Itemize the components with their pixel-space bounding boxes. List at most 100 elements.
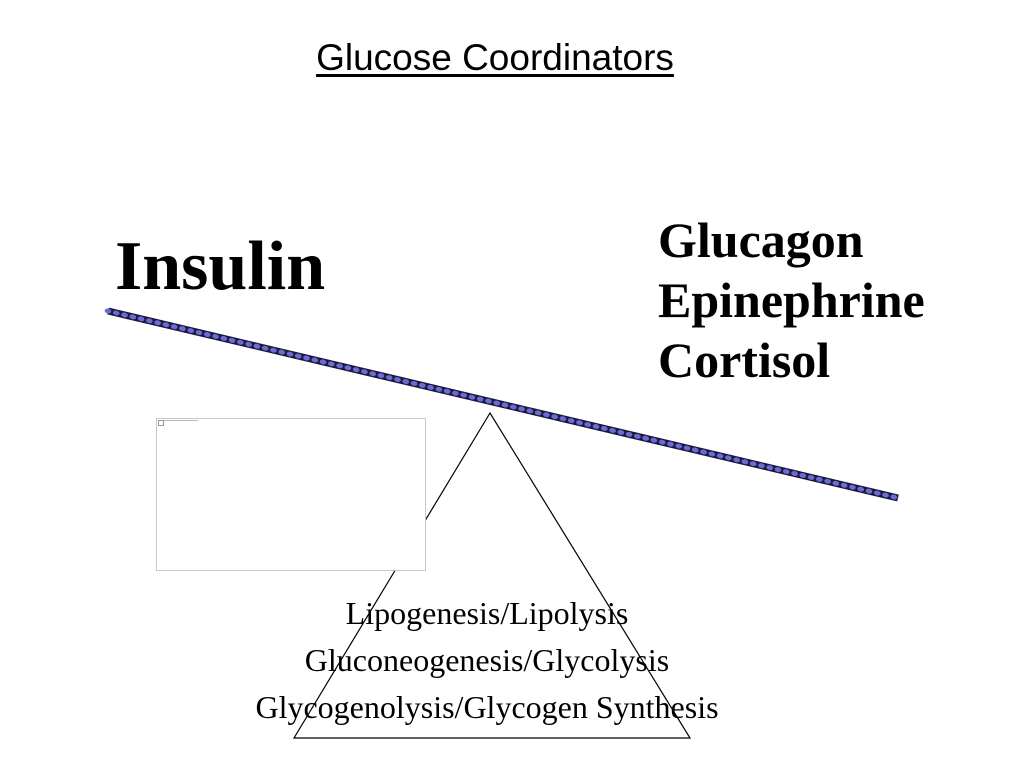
beam-bead: [104, 308, 112, 314]
beam-bead: [377, 373, 385, 379]
beam-bead: [137, 316, 145, 322]
beam-bead: [634, 433, 641, 439]
beam-bead: [667, 441, 674, 447]
hormone-epinephrine: Epinephrine: [658, 272, 925, 328]
process-lipogenesis-lipolysis: Lipogenesis/Lipolysis: [345, 595, 629, 631]
beam-bead: [791, 471, 798, 476]
beam-bead: [683, 445, 691, 451]
beam-bead: [418, 382, 426, 388]
beam-bead: [815, 476, 823, 482]
beam-bead: [385, 375, 393, 381]
beam-bead: [121, 312, 128, 318]
beam-bead: [576, 420, 583, 426]
beam-bead: [865, 488, 873, 494]
beam-bead: [344, 365, 352, 371]
beam-bead: [154, 320, 161, 326]
beam-bead: [427, 384, 434, 390]
beam-bead: [303, 355, 310, 361]
beam-bead: [361, 369, 368, 375]
beam-bead: [253, 343, 261, 349]
beam-bead: [658, 439, 666, 445]
beam-bead: [501, 402, 509, 408]
beam-bead: [799, 473, 807, 478]
beam-bead: [261, 345, 269, 351]
beam-bead: [691, 447, 699, 453]
beam-bead: [625, 431, 633, 437]
beam-bead: [534, 410, 542, 416]
beam-bead: [584, 422, 592, 428]
insulin-label: Insulin: [115, 228, 326, 305]
beam-bead: [551, 414, 559, 420]
process-gluconeogenesis-glycolysis: Gluconeogenesis/Glycolysis: [304, 642, 670, 678]
beam-bead: [650, 437, 658, 443]
beam-bead: [708, 451, 716, 457]
broken-image-icon: [158, 420, 164, 426]
beam-bead: [460, 392, 468, 398]
beam-bead: [435, 386, 443, 392]
beam-bead: [543, 412, 550, 418]
beam-bead: [369, 371, 377, 377]
beam-bead: [559, 416, 567, 422]
image-placeholder: [156, 418, 426, 571]
beam-bead: [112, 310, 120, 316]
beam-bead: [179, 326, 186, 332]
metabolic-processes: Lipogenesis/Lipolysis Gluconeogenesis/Gl…: [190, 590, 784, 731]
seesaw-beam: [104, 307, 899, 502]
beam-bead: [733, 457, 740, 463]
beam-bead: [840, 482, 848, 488]
beam-bead: [741, 459, 749, 465]
fulcrum-triangle: [292, 411, 692, 739]
beam-bead: [882, 492, 889, 498]
beam-bead: [873, 490, 881, 496]
beam-bead: [319, 359, 327, 365]
beam-bead: [402, 379, 410, 384]
beam-bead: [567, 418, 575, 424]
beam-bead: [600, 426, 608, 431]
beam-bead: [162, 322, 170, 328]
beam-bead: [725, 455, 732, 461]
beam-bead: [311, 357, 319, 363]
beam-bead: [220, 335, 228, 341]
beam-bead: [294, 353, 302, 359]
beam-bead: [824, 478, 831, 484]
beam-bead: [749, 461, 757, 467]
beam-bead: [766, 465, 774, 471]
beam-bead: [187, 328, 195, 334]
slide-title: Glucose Coordinators: [316, 37, 674, 78]
beam-bead: [675, 443, 683, 449]
process-glycogenolysis-glycogen-synthesis: Glycogenolysis/Glycogen Synthesis: [255, 689, 719, 725]
counter-regulatory-hormones: Glucagon Epinephrine Cortisol: [658, 210, 925, 390]
beam-bead: [170, 324, 178, 330]
beam-bead: [832, 480, 840, 486]
beam-bead: [270, 347, 277, 353]
beam-bead: [245, 341, 252, 347]
beam-bead: [228, 337, 236, 343]
beam-bead: [518, 406, 525, 412]
beam-bead: [195, 330, 203, 336]
beam-bead: [609, 427, 616, 433]
beam-bead: [278, 349, 286, 355]
beam-bead: [716, 453, 724, 459]
beam-bead: [807, 474, 815, 480]
beam-bead: [782, 469, 790, 475]
beam-bead: [336, 363, 343, 369]
beam-bead: [493, 400, 501, 406]
beam-bead: [203, 332, 211, 337]
beam-bead: [286, 351, 294, 357]
beam-bead: [758, 463, 765, 469]
beam-bead: [476, 396, 484, 402]
beam-bead: [774, 467, 782, 473]
beam-bead: [849, 484, 856, 490]
beam-bead: [700, 449, 707, 455]
beam-bead: [212, 333, 219, 339]
beam-bead: [352, 367, 360, 373]
beam-bead: [642, 435, 649, 441]
beam-bead: [327, 361, 335, 367]
beam-bead: [617, 429, 625, 435]
beam-bead: [857, 486, 865, 492]
beam-bead: [146, 318, 153, 324]
beam-bead: [890, 494, 898, 500]
placeholder-caption-line: [164, 420, 198, 421]
